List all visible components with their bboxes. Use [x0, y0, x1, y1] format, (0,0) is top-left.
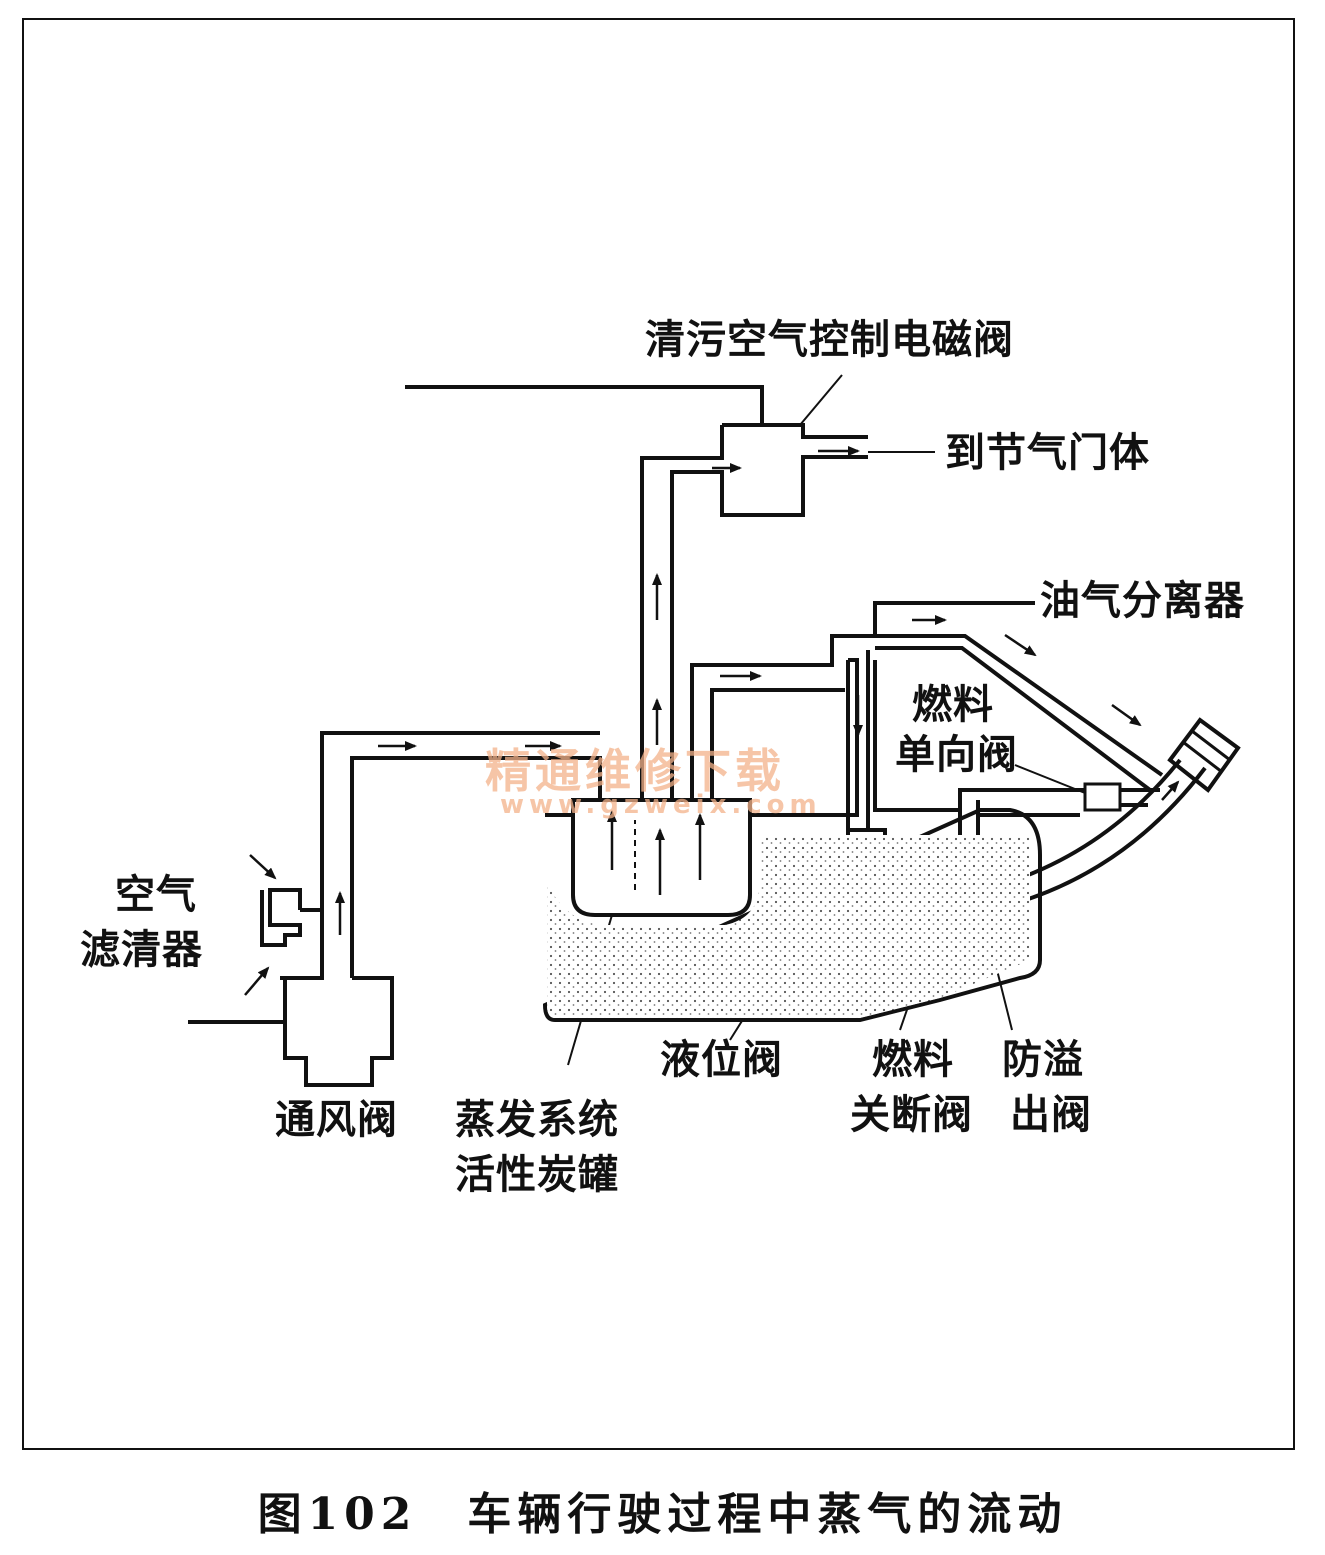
- canister: [571, 798, 752, 917]
- vent-line: [320, 731, 602, 978]
- label-check-valve-2: 单向阀: [895, 731, 1018, 778]
- check-valve: [1083, 782, 1122, 812]
- air-filter: [260, 888, 302, 947]
- watermark-title: 精通维修下载: [485, 744, 785, 798]
- label-vent-valve: 通风阀: [275, 1096, 398, 1143]
- label-rollover-1: 防溢: [1002, 1036, 1084, 1083]
- flow-arrow: [249, 854, 277, 880]
- vent-valve: [280, 908, 394, 1087]
- flow-arrow: [1161, 780, 1180, 801]
- flow-arrow: [1004, 633, 1037, 657]
- label-rollover-2: 出阀: [1010, 1091, 1092, 1138]
- level-valve: [846, 650, 887, 867]
- separator-pipe: [875, 634, 1164, 792]
- label-air-filter-1: 空气: [115, 871, 197, 918]
- label-to-throttle: 到节气门体: [945, 429, 1150, 476]
- intake-line: [405, 385, 764, 425]
- flow-arrow: [244, 966, 270, 996]
- label-separator: 油气分离器: [1040, 577, 1245, 624]
- watermark-url: www.gzweix.com: [500, 790, 822, 820]
- label-level-valve: 液位阀: [660, 1036, 783, 1083]
- label-canister-2: 活性炭罐: [455, 1151, 619, 1198]
- label-check-valve-1: 燃料: [912, 681, 994, 728]
- fuel-tank: [542, 658, 1042, 1022]
- purge-valve-body: [640, 423, 868, 800]
- label-cutoff-1: 燃料: [872, 1036, 954, 1083]
- label-purge-valve: 清污空气控制电磁阀: [645, 316, 1014, 363]
- label-cutoff-2: 关断阀: [850, 1091, 973, 1138]
- label-canister-1: 蒸发系统: [455, 1096, 619, 1143]
- label-air-filter-2: 滤清器: [80, 926, 203, 973]
- leader-purge: [799, 374, 843, 426]
- filler-cap: [1167, 717, 1241, 793]
- figure-caption: 图102 车辆行驶过程中蒸气的流动: [257, 1489, 1068, 1540]
- fuel-liquid: [547, 835, 1030, 1018]
- check-valve-line: [958, 788, 1160, 817]
- flow-arrow: [1111, 703, 1142, 727]
- figure-frame: [22, 18, 1295, 1450]
- leader-check: [1014, 764, 1086, 794]
